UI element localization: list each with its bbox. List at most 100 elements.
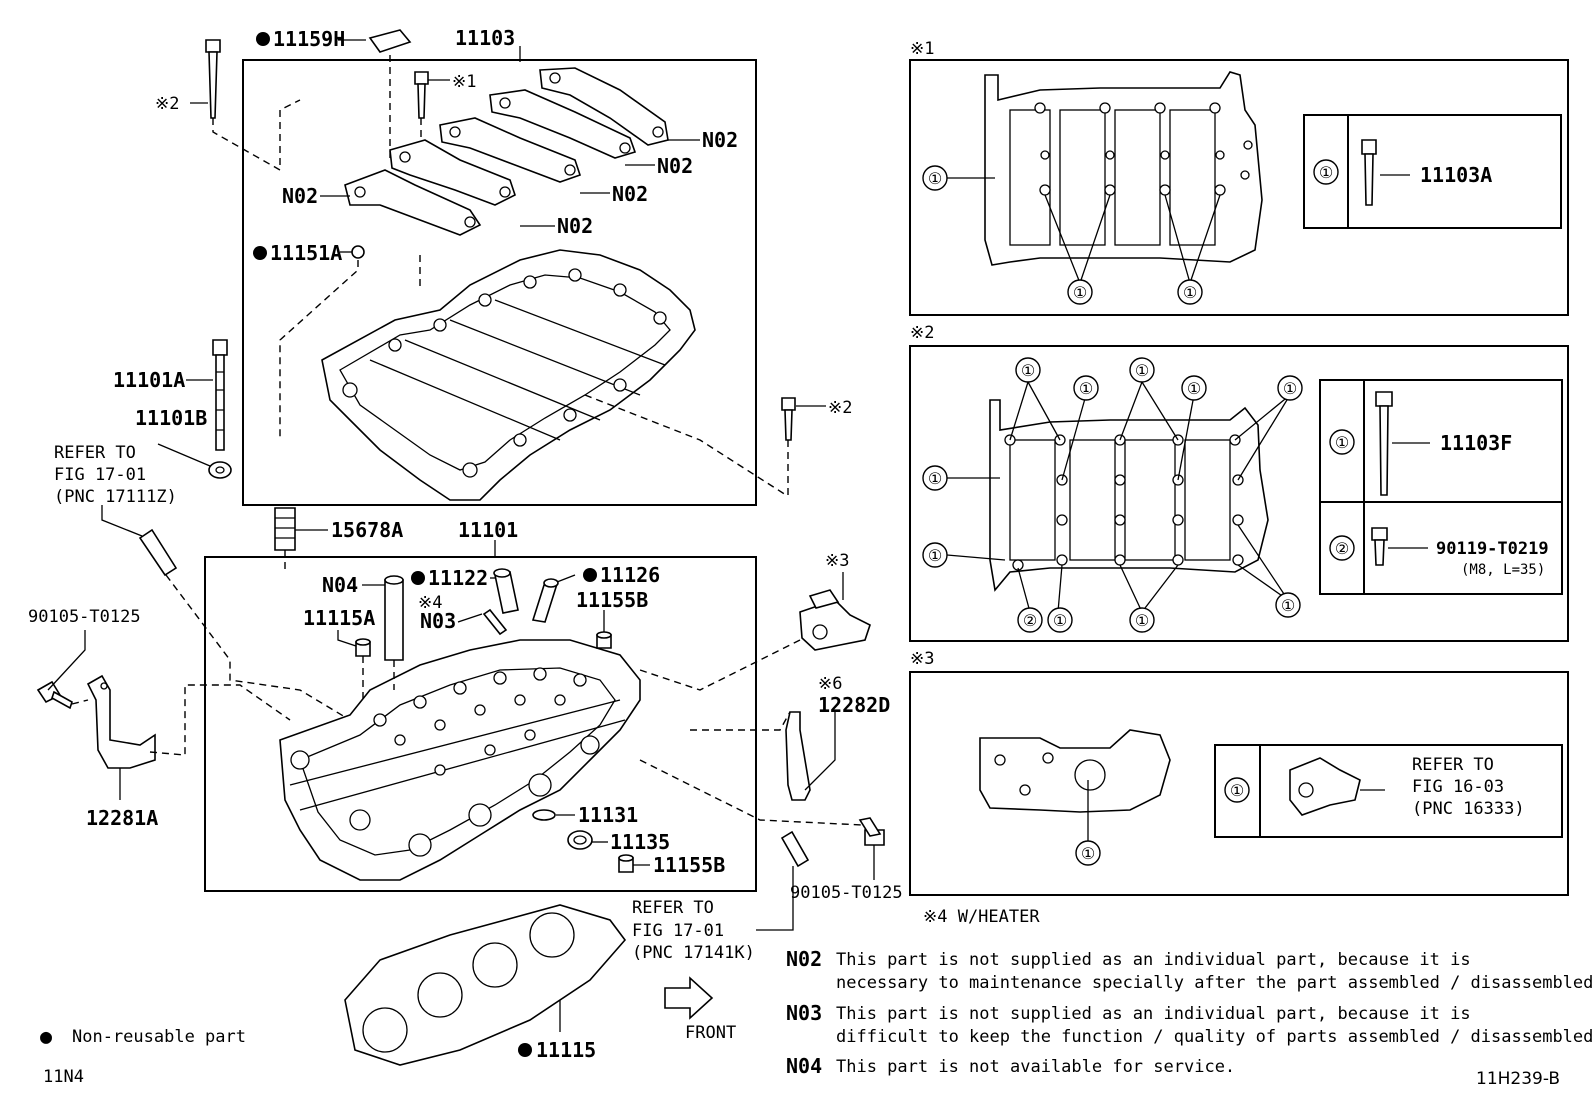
stud-17111Z: [138, 528, 178, 577]
panel1-table-callout: ①: [1313, 159, 1339, 185]
refer-b-line1: REFER TO: [632, 898, 714, 918]
panel2-tag: ※2: [910, 323, 934, 343]
callout-note2-top: ※2: [155, 94, 179, 114]
callout-12281A: 12281A: [86, 806, 158, 830]
panel2-callout-e: ①: [1277, 375, 1303, 401]
bolt-note2-top: [205, 39, 221, 119]
panel2-callout-i: ①: [1047, 607, 1073, 633]
refer-a-line3: (PNC 17111Z): [54, 487, 177, 507]
panel2-part-11103F: 11103F: [1440, 431, 1512, 455]
panel1-callout-a: ①: [922, 165, 948, 191]
panel3-refer-line3: (PNC 16333): [1412, 799, 1525, 819]
svg-text:①: ①: [1135, 611, 1149, 630]
callout-n04: N04: [322, 573, 358, 597]
svg-text:①: ①: [1230, 781, 1244, 800]
callout-11159H: 11159H: [256, 27, 345, 51]
note-n03: N03 This part is not supplied as an indi…: [786, 1001, 1592, 1047]
note-text-line2: necessary to maintenance specially after…: [836, 973, 1592, 993]
panel2-table-callout-2: ②: [1329, 535, 1355, 561]
panel2-callout-f: ①: [922, 465, 948, 491]
svg-text:①: ①: [1281, 596, 1295, 615]
svg-text:①: ①: [928, 169, 942, 188]
panel2-callout-b: ①: [1073, 375, 1099, 401]
callout-11126: 11126: [583, 563, 660, 587]
panel2-housing-topview: [989, 399, 1269, 592]
svg-text:11151A: 11151A: [270, 241, 342, 265]
panel1-bolt: [1361, 139, 1377, 206]
note-text-line1: This part is not supplied as an individu…: [836, 1004, 1471, 1024]
cylinder-head: [279, 639, 641, 881]
legend-non-reusable: ● Non-reusable part: [40, 1024, 246, 1048]
panel2-callout-k: ①: [1275, 592, 1301, 618]
svg-text:①: ①: [1053, 611, 1067, 630]
footnote-note4: ※4 W/HEATER: [923, 907, 1040, 927]
panel1-callout-b: ①: [1067, 279, 1093, 305]
panel2-table: [1319, 379, 1563, 595]
refer-a-line1: REFER TO: [54, 443, 136, 463]
callout-11101A: 11101A: [113, 368, 185, 392]
panel3-callout-a: ①: [1075, 840, 1101, 866]
plug-11115A: [355, 638, 371, 657]
note-code: N02: [786, 947, 822, 971]
svg-text:11122: 11122: [428, 566, 488, 590]
legend-symbol: ●: [40, 1024, 52, 1048]
callout-11101B: 11101B: [135, 406, 207, 430]
panel1-table: [1303, 114, 1562, 229]
svg-text:①: ①: [1081, 844, 1095, 863]
callout-90105-left: 90105-T0125: [28, 607, 141, 627]
panel3-table: [1214, 744, 1563, 838]
svg-text:11126: 11126: [600, 563, 660, 587]
svg-text:①: ①: [1319, 163, 1333, 182]
callout-n03: N03: [420, 609, 456, 633]
bolt-90105-right: [858, 817, 885, 846]
refer-b-line3: (PNC 17141K): [632, 943, 755, 963]
note-code: N04: [786, 1054, 822, 1078]
svg-text:11115: 11115: [536, 1038, 596, 1062]
callout-n02-c: N02: [612, 182, 648, 206]
callout-12282D: 12282D: [818, 693, 890, 717]
corner-right-code: 11H239-B: [1476, 1069, 1560, 1089]
panel3-tag: ※3: [910, 649, 934, 669]
svg-text:②: ②: [1023, 611, 1037, 630]
callout-n02-e: N02: [557, 214, 593, 238]
callout-11155B-b: 11155B: [653, 853, 725, 877]
ring-11131: [532, 809, 556, 821]
pin-N03: [482, 608, 508, 636]
part-11151A-ring: [351, 245, 365, 259]
callout-note2-side: ※2: [828, 398, 852, 418]
bracket-12281A: [86, 674, 156, 769]
panel1-housing-topview: [984, 71, 1263, 266]
bolt-90105-left: [36, 680, 73, 710]
refer-a-line2: FIG 17-01: [54, 465, 146, 485]
bolt-note2-side: [781, 397, 796, 441]
callout-note6: ※6: [818, 674, 842, 694]
camshaft-housing: [321, 249, 696, 501]
bolt-11101A: [212, 339, 228, 451]
svg-text:①: ①: [1335, 433, 1349, 452]
callout-11101: 11101: [458, 518, 518, 542]
front-arrow-icon: [664, 976, 714, 1020]
panel3-table-callout: ①: [1224, 777, 1250, 803]
panel2-callout-j: ①: [1129, 607, 1155, 633]
svg-text:①: ①: [1073, 283, 1087, 302]
plug-15678A: [274, 507, 296, 551]
svg-text:①: ①: [1021, 361, 1035, 380]
panel1-frame: [909, 59, 1569, 316]
callout-11103: 11103: [455, 26, 515, 50]
guide-11126: [531, 578, 559, 623]
note-text-line2: difficult to keep the function / quality…: [836, 1027, 1592, 1047]
callout-n02-d: N02: [282, 184, 318, 208]
callout-11151A: 11151A: [253, 241, 342, 265]
svg-text:①: ①: [1183, 283, 1197, 302]
panel2-callout-d: ①: [1181, 375, 1207, 401]
callout-11155B-a: 11155B: [576, 588, 648, 612]
callout-15678A: 15678A: [331, 518, 403, 542]
callout-n02-a: N02: [702, 128, 738, 152]
panel2-callout-a: ①: [1015, 357, 1041, 383]
panel2-part-90119: 90119-T0219: [1436, 539, 1549, 559]
callout-n02-b: N02: [657, 154, 693, 178]
note-text-line1: This part is not available for service.: [836, 1057, 1235, 1077]
callout-90105-right: 90105-T0125: [790, 883, 903, 903]
callout-11122: 11122: [411, 566, 488, 590]
bracket-12282D: [785, 711, 811, 801]
